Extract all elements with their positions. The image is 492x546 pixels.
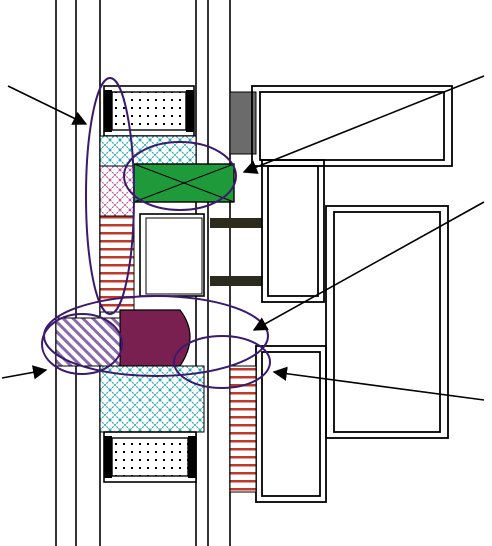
top-bearing — [103, 85, 195, 137]
purple-hatch-block — [55, 317, 121, 367]
dark-bar-lower — [210, 276, 262, 286]
bottom-bearing — [103, 431, 197, 483]
green-block — [133, 163, 235, 203]
ellipse-purple-block — [41, 313, 123, 375]
arrow-top-right — [242, 75, 485, 174]
arrow-middle-right — [252, 201, 485, 331]
lower-cyan-hatch — [99, 365, 205, 433]
right-housing — [251, 85, 453, 503]
dark-bar-upper — [210, 218, 262, 228]
inner-white-block-outline — [145, 217, 203, 295]
ellipse-green-block — [123, 141, 237, 211]
inner-white-block — [139, 213, 205, 297]
upper-cyan-hatch — [99, 135, 197, 167]
arrow-left — [1, 365, 48, 380]
arrow-top-left — [7, 85, 88, 125]
left-red-stripes — [99, 215, 135, 313]
callout-arrows — [1, 75, 485, 401]
maroon-block — [119, 309, 191, 367]
arrow-bottom-right — [272, 366, 485, 401]
ellipse-right-junction — [173, 335, 271, 389]
highlight-ellipses — [41, 77, 271, 389]
